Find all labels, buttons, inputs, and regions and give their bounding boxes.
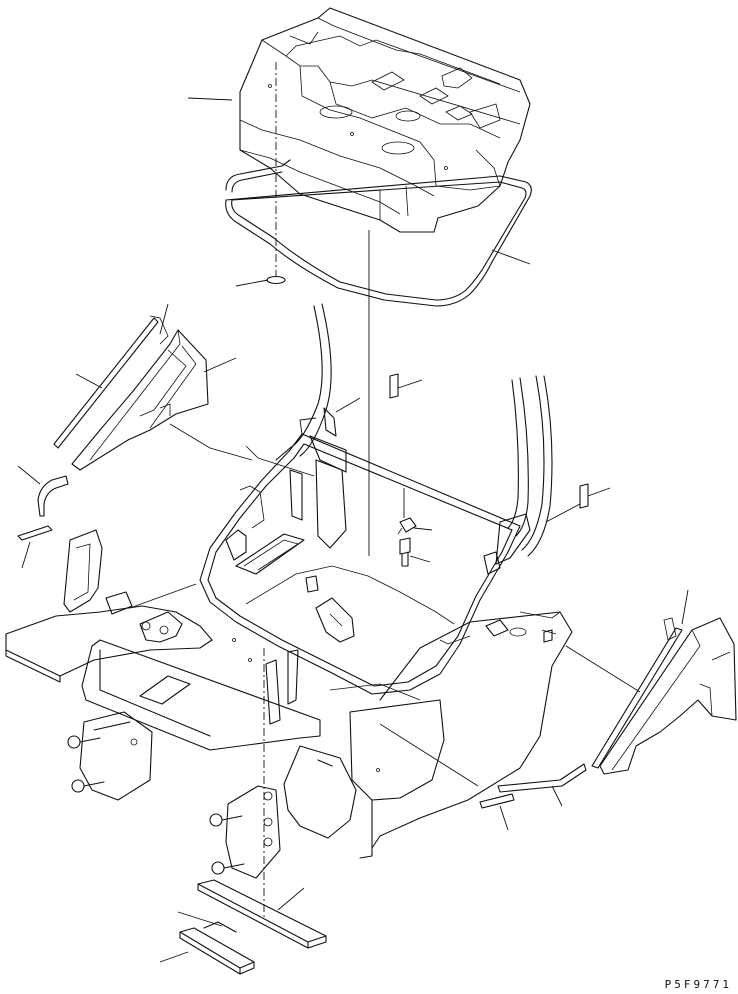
- leader-mat-seal-rubber: [492, 250, 530, 264]
- cab-frame: [200, 304, 552, 694]
- left-corner-seal: [38, 476, 68, 516]
- leader-cab-frame: [336, 398, 360, 412]
- leader-under-cover-plate: [278, 888, 304, 910]
- right-trim-strip: [592, 618, 682, 768]
- floor-mat-cover: [240, 8, 530, 232]
- leader-bottom-pad-2: [380, 724, 478, 786]
- spacer-plate: [180, 922, 254, 974]
- drawing-code: P5F9771: [664, 978, 732, 991]
- left-pad: [18, 526, 52, 540]
- leader-floor-mat-cover: [188, 98, 232, 100]
- leader-bolt: [410, 556, 430, 562]
- leader-front-left-cover-2: [160, 304, 168, 334]
- lower-base-frame: [6, 530, 572, 858]
- leader-left-corner-seal: [18, 466, 40, 484]
- leader-spacer-plate-2: [160, 952, 188, 962]
- swing-bracket-right: [210, 786, 280, 878]
- front-left-cover: [72, 330, 208, 470]
- clip: [398, 518, 416, 534]
- leader-front-left-cover: [204, 358, 236, 372]
- leader-left-pad: [22, 542, 30, 568]
- bottom-seal: [498, 764, 586, 792]
- leader-floor-plug: [236, 280, 268, 286]
- bolt: [400, 538, 410, 566]
- right-cushion-pad: [390, 374, 398, 398]
- rear-cushion-pad: [580, 484, 588, 508]
- leader-bottom-seal: [552, 786, 562, 806]
- leader-cab-lower: [170, 424, 252, 460]
- leader-right-trim-strip: [682, 590, 688, 624]
- bottom-pad: [480, 794, 514, 808]
- leader-spacer-plate: [178, 912, 222, 926]
- leader-right-cover-2: [566, 646, 640, 692]
- swing-bracket-left: [68, 712, 152, 800]
- leader-right-cushion-pad: [398, 380, 422, 388]
- leader-front-left-trim-strip: [76, 374, 102, 388]
- leader-clip: [414, 528, 432, 530]
- floor-plug: [267, 277, 285, 284]
- leader-rear-cushion-pad: [588, 488, 610, 496]
- front-left-trim-strip: [54, 316, 168, 448]
- leader-rear-cushion-pad-2: [546, 504, 580, 522]
- right-cover: [600, 618, 736, 774]
- under-cover-plate: [198, 880, 326, 948]
- leader-right-cover: [712, 652, 730, 660]
- leader-bottom-pad: [500, 806, 508, 830]
- mat-seal-rubber: [226, 160, 532, 306]
- leader-floor-left: [130, 584, 196, 608]
